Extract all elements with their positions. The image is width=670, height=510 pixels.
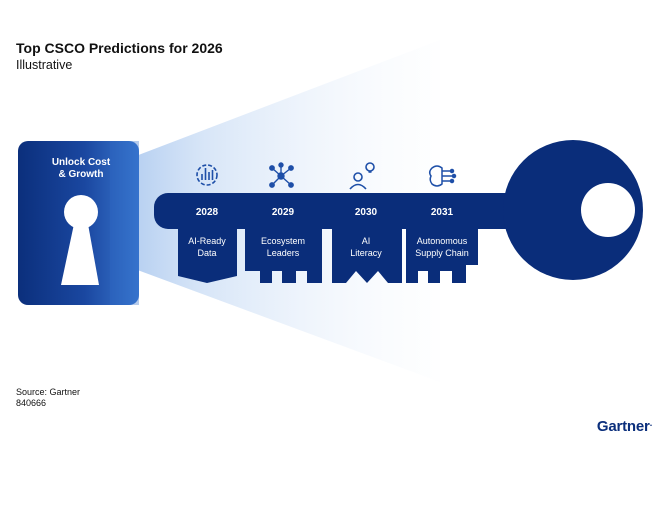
logo-text: Gartner	[596, 418, 650, 435]
keyhole-card: Unlock Cost & Growth	[18, 141, 139, 305]
card-label-line2: & Growth	[59, 169, 104, 180]
key-bit-4	[406, 229, 478, 283]
prediction-year-1: 2028	[196, 207, 219, 218]
prediction-label-4a: Autonomous	[417, 236, 468, 246]
keyhole-icon	[64, 195, 98, 229]
page-title: Top CSCO Predictions for 2026	[16, 40, 223, 56]
prediction-label-1b: Data	[197, 248, 216, 258]
prediction-label-3a: AI	[362, 236, 371, 246]
logo-mark: .	[649, 418, 653, 428]
prediction-label-1a: AI-Ready	[188, 236, 226, 246]
prediction-label-3b: Literacy	[350, 248, 382, 258]
card-label-line1: Unlock Cost	[52, 157, 111, 168]
source-note: Source: Gartner 840666	[16, 387, 80, 409]
network-icon	[269, 162, 294, 188]
prediction-year-2: 2029	[272, 207, 295, 218]
prediction-year-3: 2030	[355, 207, 378, 218]
figure-id: 840666	[16, 398, 47, 408]
page-subtitle: Illustrative	[16, 58, 73, 72]
ai-brain-icon	[428, 165, 457, 187]
source-text: Source: Gartner	[16, 387, 81, 397]
person-idea-icon	[349, 162, 375, 190]
key-bow	[503, 140, 643, 280]
prediction-label-2a: Ecosystem	[261, 236, 305, 246]
gartner-logo: Gartner.	[597, 418, 652, 435]
prediction-label-4b: Supply Chain	[415, 248, 469, 258]
data-analytics-icon	[196, 164, 218, 186]
key-bit-2	[245, 229, 322, 283]
prediction-label-2b: Leaders	[267, 248, 300, 258]
key-bit-1	[178, 229, 237, 283]
key-bow-hole	[581, 183, 635, 237]
key	[154, 140, 643, 283]
key-bit-3	[332, 229, 402, 283]
prediction-year-4: 2031	[431, 207, 454, 218]
